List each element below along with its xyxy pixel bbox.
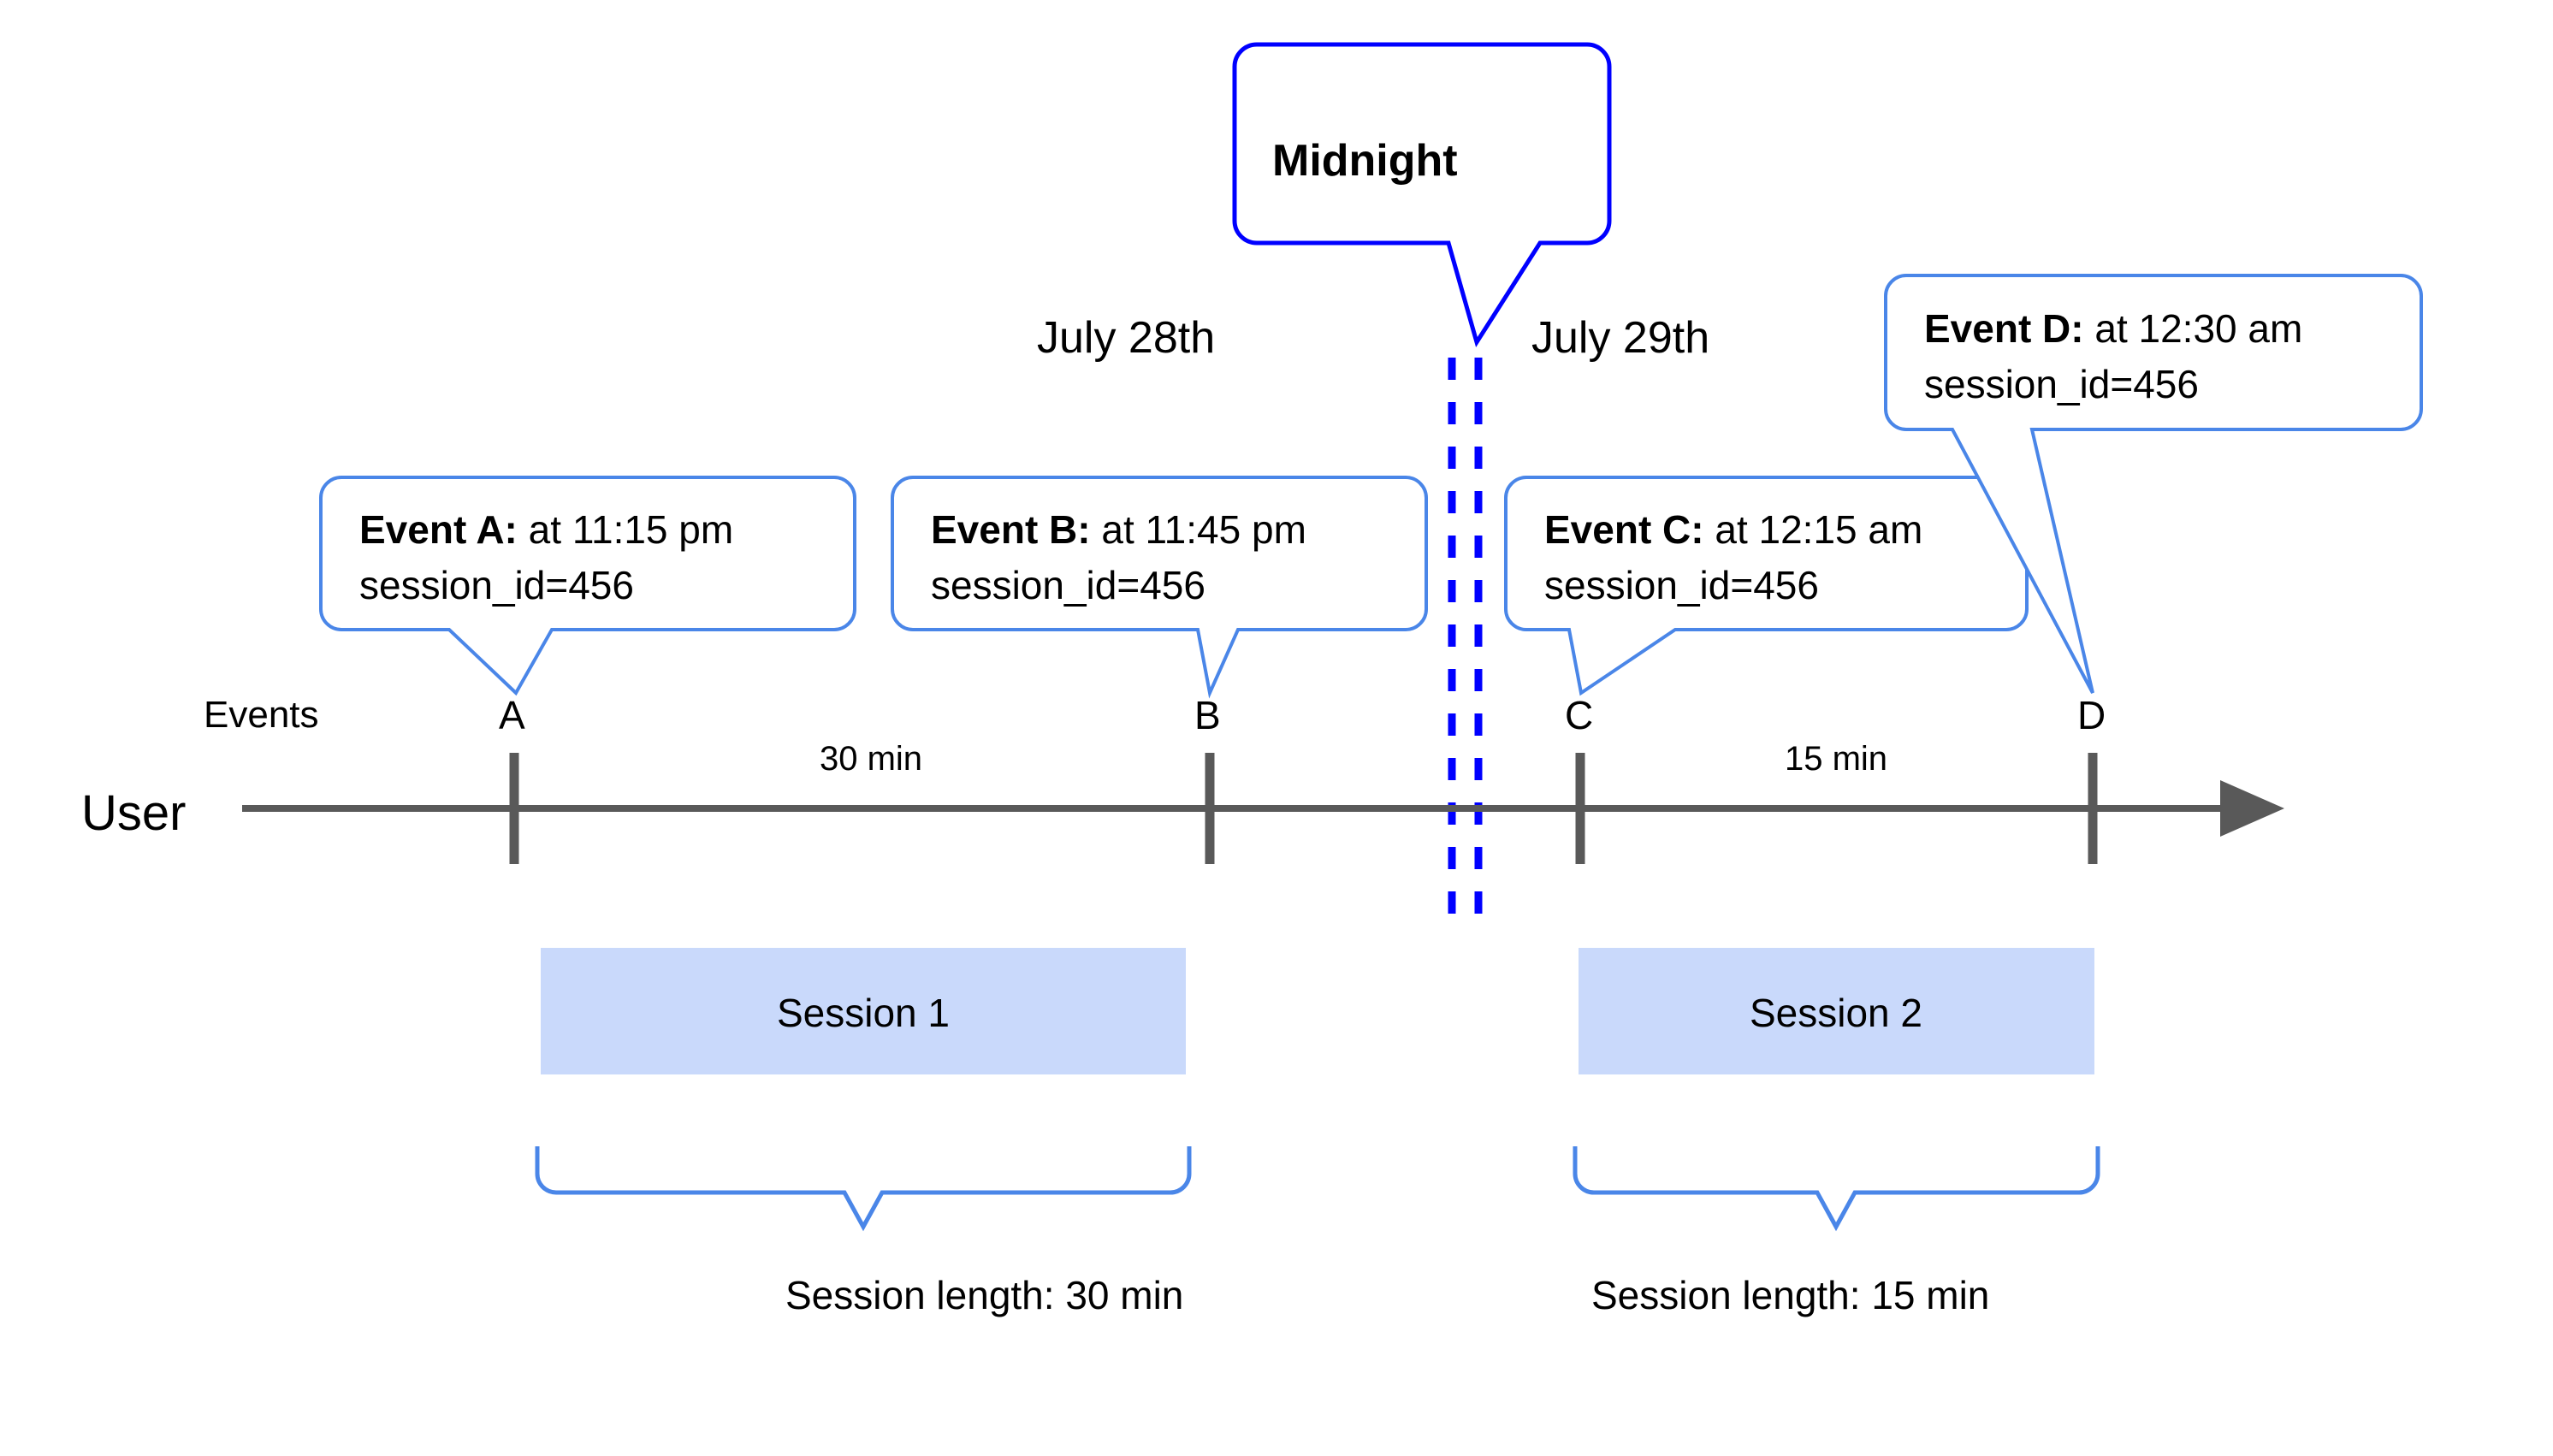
session-brace-2 [1573, 1146, 2100, 1232]
event-callout-c[interactable]: Event C: at 12:15 am session_id=456 [1504, 476, 2029, 696]
event-callout-b[interactable]: Event B: at 11:45 pm session_id=456 [891, 476, 1428, 699]
event-callout-b-line2: session_id=456 [931, 563, 1205, 607]
session-box-2[interactable]: Session 2 [1579, 948, 2094, 1074]
event-callout-d-shape [1884, 274, 2423, 694]
event-callout-a-line1: Event A: at 11:15 pm [359, 507, 733, 552]
row-label-events: Events [204, 694, 319, 736]
day-label-july-28: July 28th [1037, 313, 1215, 363]
event-marker-label-d: D [2077, 693, 2106, 737]
event-callout-a[interactable]: Event A: at 11:15 pm session_id=456 [319, 476, 856, 696]
session-box-1-rect [541, 948, 1186, 1074]
midnight-callout-shape [1232, 42, 1612, 348]
session-brace-1 [535, 1146, 1192, 1232]
event-callout-c-line2: session_id=456 [1544, 563, 1819, 607]
day-label-july-29: July 29th [1531, 313, 1709, 363]
session-box-1[interactable]: Session 1 [541, 948, 1186, 1074]
event-marker-label-c: C [1565, 693, 1593, 737]
session-box-2-rect [1579, 948, 2094, 1074]
event-callout-a-line2: session_id=456 [359, 563, 634, 607]
event-callout-c-line1: Event C: at 12:15 am [1544, 507, 1922, 552]
timeline-axis [242, 780, 2284, 837]
event-callout-d[interactable]: Event D: at 12:30 am session_id=456 [1884, 274, 2423, 694]
midnight-callout[interactable]: Midnight [1232, 42, 1612, 348]
duration-label-15-min: 15 min [1785, 740, 1887, 778]
event-callout-c-shape [1504, 476, 2029, 696]
session-length-label-1: Session length: 30 min [785, 1273, 1183, 1317]
row-label-user: User [81, 785, 186, 841]
event-callout-a-shape [319, 476, 856, 696]
midnight-divider [1448, 358, 1483, 926]
timeline-axis-arrowhead [2220, 780, 2284, 837]
session-length-label-2: Session length: 15 min [1591, 1273, 1989, 1317]
event-marker-label-b: B [1194, 693, 1221, 737]
event-callout-d-line2: session_id=456 [1924, 362, 2199, 406]
duration-label-30-min: 30 min [820, 740, 922, 778]
event-callout-d-line1: Event D: at 12:30 am [1924, 306, 2302, 351]
midnight-callout-label: Midnight [1272, 136, 1458, 186]
session-box-1-label: Session 1 [777, 991, 950, 1035]
session-box-2-label: Session 2 [1750, 991, 1922, 1035]
event-callout-b-shape [891, 476, 1428, 699]
event-callout-b-line1: Event B: at 11:45 pm [931, 507, 1306, 552]
event-marker-label-a: A [499, 693, 525, 737]
